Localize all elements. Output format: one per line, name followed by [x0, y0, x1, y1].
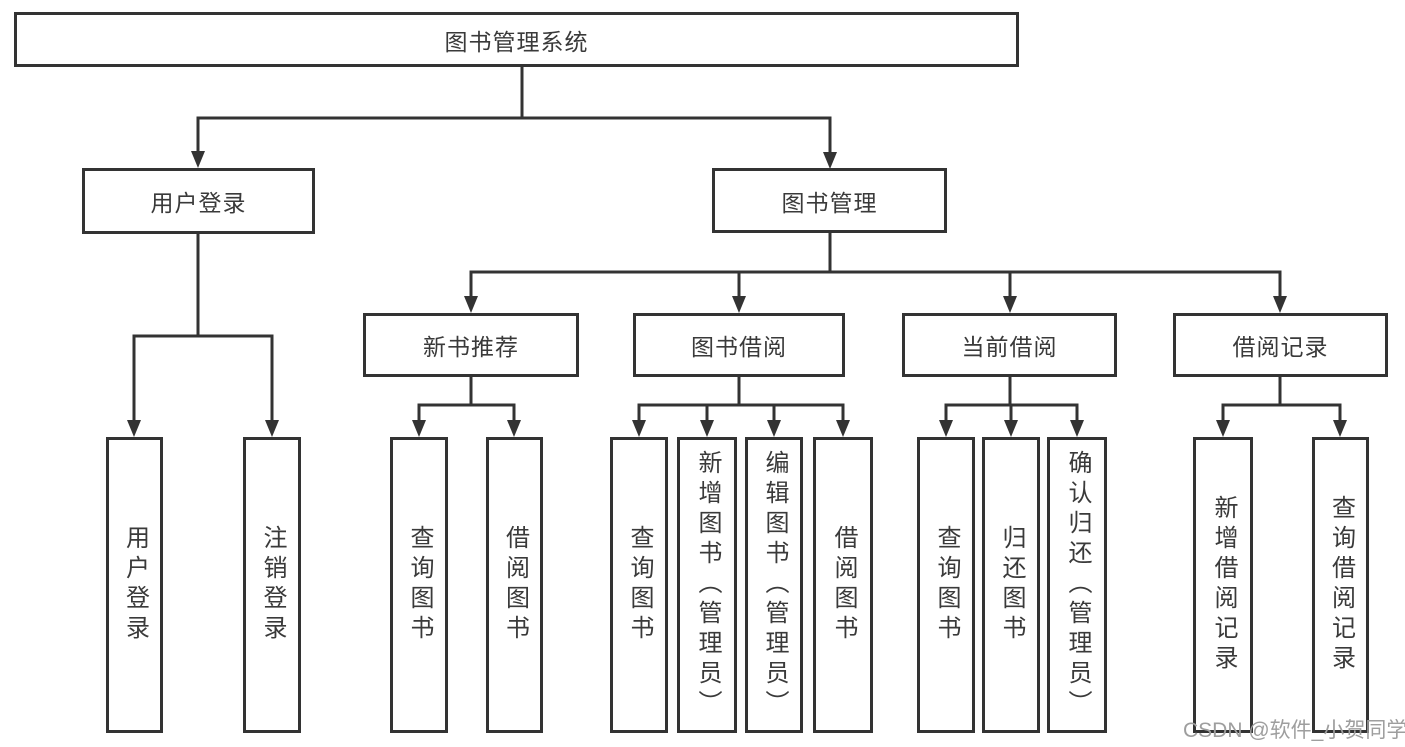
node-label: 归还图书: [998, 525, 1025, 645]
node-label: 用户登录: [121, 525, 149, 645]
node-label: 新增借阅记录: [1210, 495, 1237, 675]
node-label: 新书推荐: [423, 334, 519, 360]
node-label: 新增图书（管理员）: [694, 450, 721, 720]
node-label: 查询图书: [406, 525, 433, 645]
node-label: 当前借阅: [961, 334, 1058, 360]
node-label: 查询图书: [933, 525, 960, 645]
leaf-logout-login: 注销登录: [243, 437, 301, 733]
node-label: 注销登录: [259, 525, 286, 645]
node-label: 图书管理: [781, 189, 878, 216]
node-book-management: 图书管理: [712, 168, 947, 233]
leaf-borrow-add-books-admin: 新增图书（管理员）: [677, 437, 737, 733]
node-label: 借阅记录: [1232, 334, 1329, 360]
leaf-borrow-edit-books-admin: 编辑图书（管理员）: [745, 437, 803, 733]
node-label: 用户登录: [150, 190, 247, 216]
leaf-current-return-books: 归还图书: [982, 437, 1040, 733]
node-label: 图书借阅: [691, 334, 787, 360]
node-current-borrow: 当前借阅: [902, 313, 1117, 377]
connector-current-borrow-to-leaves: [939, 377, 1084, 437]
node-label: 图书管理系统: [444, 28, 589, 55]
node-label: 确认归还（管理员）: [1064, 450, 1091, 720]
node-new-book-recommend: 新书推荐: [363, 313, 579, 377]
connector-book-borrow-to-leaves: [632, 377, 850, 437]
connector-root-to-level1: [191, 67, 837, 169]
node-book-borrow: 图书借阅: [633, 313, 845, 377]
connector-borrow-records-to-leaves: [1216, 377, 1347, 437]
connector-user-login-to-leaves: [127, 234, 279, 437]
leaf-borrow-borrow-books: 借阅图书: [813, 437, 873, 733]
node-label: 借阅图书: [501, 525, 529, 645]
node-user-login: 用户登录: [82, 168, 315, 234]
leaf-current-confirm-return-admin: 确认归还（管理员）: [1047, 437, 1107, 733]
node-label: 查询图书: [626, 525, 653, 645]
leaf-records-add-borrow-record: 新增借阅记录: [1193, 437, 1253, 733]
node-library-management-system: 图书管理系统: [14, 12, 1019, 67]
node-label: 查询借阅记录: [1327, 495, 1355, 675]
leaf-newbooks-borrow-books: 借阅图书: [486, 437, 543, 733]
connector-book-mgmt-to-level2: [464, 233, 1287, 313]
connector-new-books-to-leaves: [412, 377, 521, 437]
node-borrow-records: 借阅记录: [1173, 313, 1388, 377]
leaf-records-query-borrow-record: 查询借阅记录: [1312, 437, 1369, 733]
leaf-current-query-books: 查询图书: [917, 437, 975, 733]
leaf-user-login: 用户登录: [106, 437, 163, 733]
node-label: 编辑图书（管理员）: [761, 450, 788, 720]
leaf-borrow-query-books: 查询图书: [610, 437, 668, 733]
csdn-watermark: CSDN @软件_小贺同学: [1183, 719, 1405, 742]
node-label: 借阅图书: [830, 525, 857, 645]
leaf-newbooks-query-books: 查询图书: [390, 437, 448, 733]
